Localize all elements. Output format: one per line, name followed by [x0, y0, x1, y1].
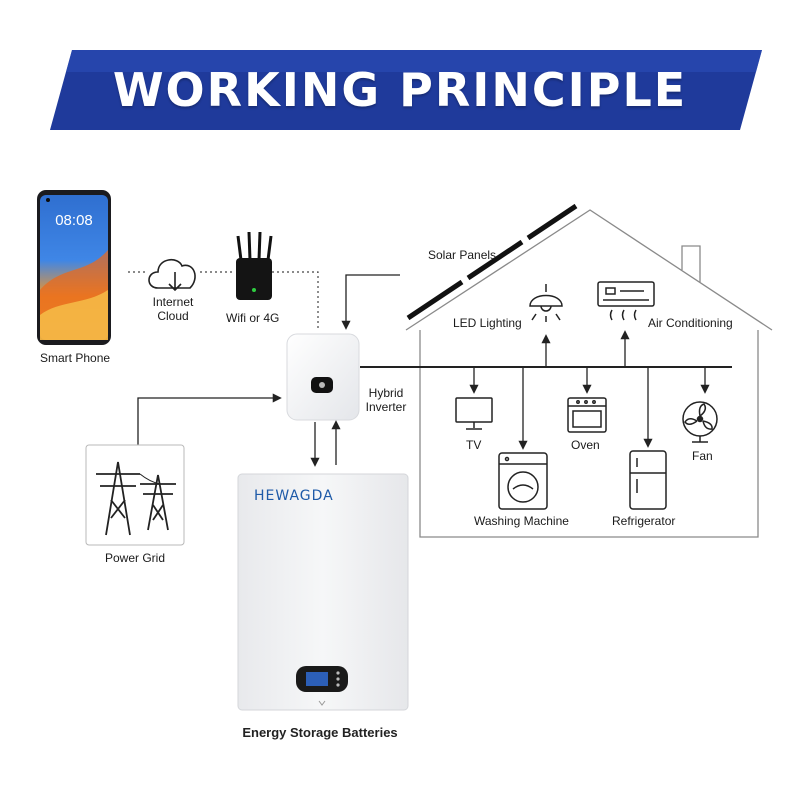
tv-icon [455, 397, 493, 430]
tv-label: TV [466, 438, 482, 452]
washing-machine-label: Washing Machine [474, 514, 569, 528]
refrigerator-icon [629, 450, 667, 510]
hybrid-inverter-label-line2: Inverter [365, 400, 407, 414]
appliance-branches [469, 330, 710, 450]
router-label: Wifi or 4G [226, 311, 280, 325]
led-lighting-label: LED Lighting [453, 316, 522, 330]
oven-icon [567, 397, 607, 433]
router-icon [236, 231, 273, 300]
internet-cloud-label-line1: Internet [152, 295, 194, 309]
oven-label: Oven [571, 438, 600, 452]
page-title: WORKING PRINCIPLE [112, 63, 688, 117]
solar-panels [406, 203, 578, 321]
battery-brand-logo: HEWAGDA [254, 488, 334, 504]
hybrid-inverter-label-line1: Hybrid [368, 386, 404, 400]
power-grid-label: Power Grid [105, 551, 166, 565]
lamp-icon [529, 284, 563, 322]
refrigerator-label: Refrigerator [612, 514, 676, 528]
smart-phone [37, 190, 111, 345]
internet-cloud-label-line2: Cloud [157, 309, 189, 323]
transmission-tower-icon [85, 444, 185, 546]
fan-label: Fan [692, 449, 713, 463]
internet-cloud-label: Internet Cloud [143, 295, 203, 323]
energy-storage-battery [237, 473, 409, 711]
wireless-links [128, 271, 319, 328]
fan-icon [682, 401, 718, 443]
title-banner-shade [66, 50, 762, 72]
house-outline [405, 209, 773, 538]
phone-clock: 08:08 [55, 212, 93, 229]
battery-caption: Energy Storage Batteries [242, 725, 398, 740]
smart-phone-label: Smart Phone [40, 351, 111, 365]
air-conditioning-label: Air Conditioning [648, 316, 733, 330]
washing-machine-icon [498, 452, 548, 510]
cloud-download-icon [148, 259, 196, 292]
hybrid-inverter-label: Hybrid Inverter [358, 386, 414, 414]
solar-to-inverter-arrow [341, 274, 400, 330]
air-conditioner-icon [597, 281, 655, 321]
hybrid-inverter [286, 333, 360, 421]
solar-panels-label: Solar Panels [428, 248, 497, 262]
grid-to-inverter-arrow [137, 393, 282, 445]
